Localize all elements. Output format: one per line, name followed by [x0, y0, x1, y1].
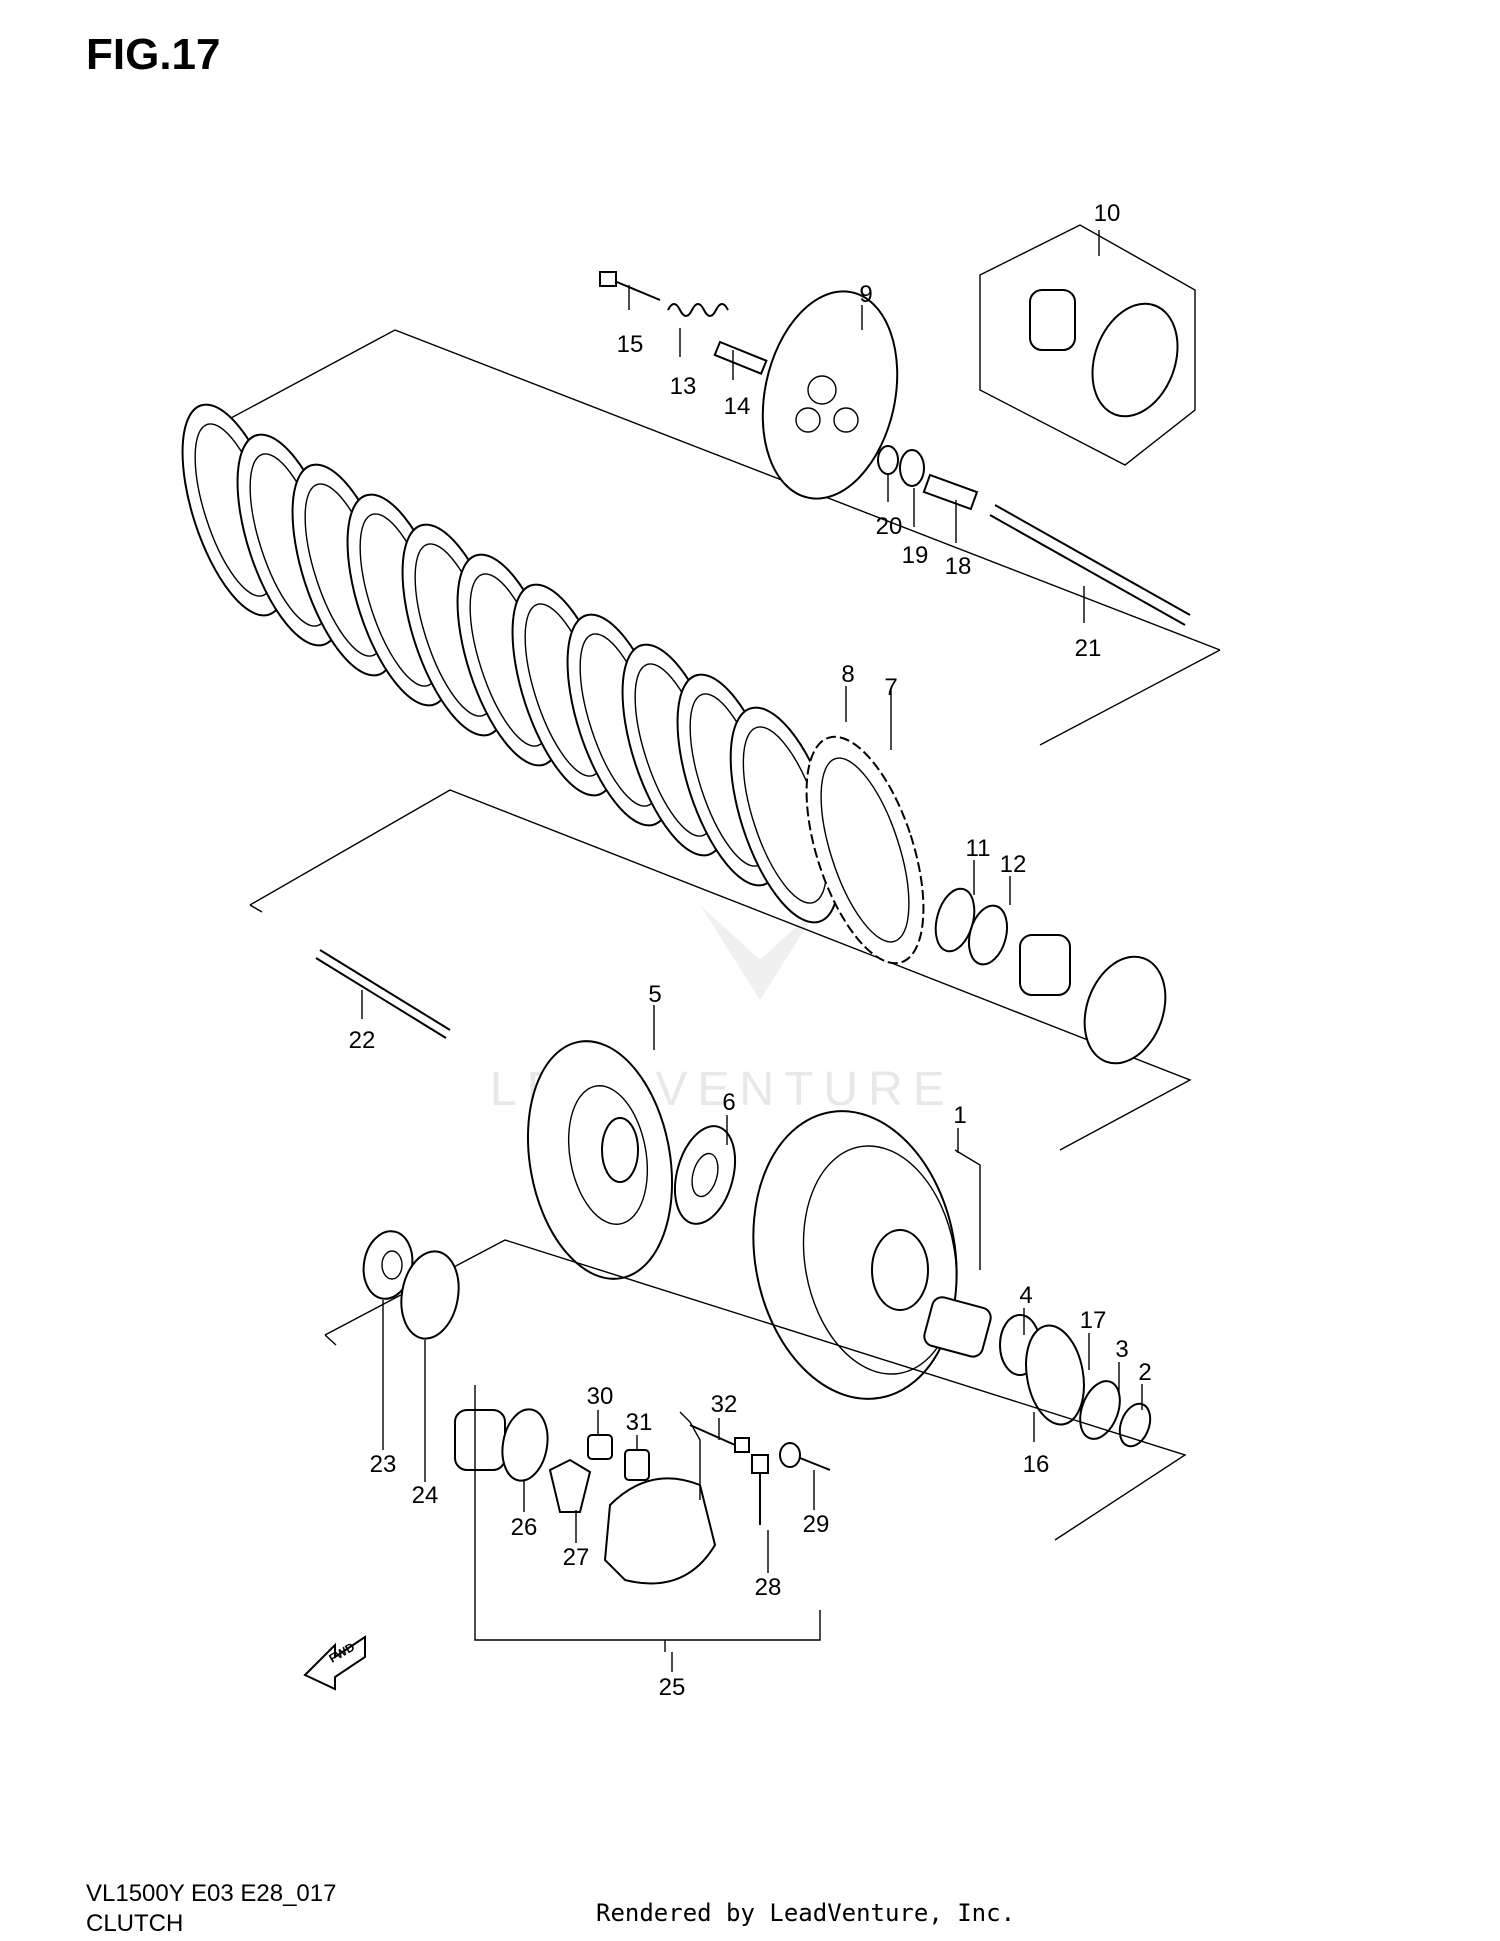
- callout-10: 10: [1094, 200, 1121, 227]
- clutch-plates-stack: [181, 403, 925, 965]
- bushing-31: [624, 1449, 650, 1481]
- callout-18: 18: [945, 553, 972, 580]
- boot-27: [548, 1458, 592, 1513]
- callout-14: 14: [724, 393, 751, 420]
- cap-29: [779, 1442, 831, 1471]
- callout-30: 30: [587, 1383, 614, 1410]
- fwd-arrow-icon: FWD: [303, 1635, 366, 1691]
- callout-23: 23: [370, 1451, 397, 1478]
- callout-11: 11: [966, 835, 991, 862]
- callout-2: 2: [1138, 1359, 1151, 1386]
- callout-31: 31: [626, 1409, 653, 1436]
- figure-title: FIG.17: [86, 30, 221, 79]
- callout-9: 9: [859, 281, 872, 308]
- release-cylinder-body: [603, 1477, 717, 1585]
- washer-2: [1118, 1402, 1152, 1448]
- clutch-sleeve-hub-5: [526, 1040, 674, 1280]
- callout-19: 19: [902, 542, 929, 569]
- section-name: CLUTCH: [86, 1910, 184, 1937]
- release-rack: [922, 473, 979, 511]
- callout-1: 1: [953, 1102, 966, 1129]
- pressure-plate: [761, 290, 899, 500]
- gear-16: [1025, 1324, 1085, 1426]
- callout-13: 13: [670, 373, 697, 400]
- callout-16: 16: [1023, 1451, 1050, 1478]
- release-bolt: [599, 271, 661, 301]
- release-bearing-housing: [1019, 934, 1167, 1065]
- callout-24: 24: [412, 1482, 439, 1509]
- callout-29: 29: [803, 1511, 830, 1538]
- callout-12: 12: [1000, 851, 1027, 878]
- callout-7: 7: [884, 674, 897, 701]
- washer-19-20: [877, 445, 925, 487]
- push-rod-22: [315, 949, 451, 1039]
- bracket-25: [474, 1385, 821, 1652]
- push-rod-21: [989, 504, 1191, 626]
- callout-28: 28: [755, 1574, 782, 1601]
- bushing-30: [587, 1434, 613, 1460]
- rendered-by-credit: Rendered by LeadVenture, Inc.: [596, 1899, 1016, 1927]
- bleeder-28: [751, 1454, 769, 1525]
- callout-32: 32: [711, 1391, 738, 1418]
- clutch-spring: [667, 303, 729, 317]
- callout-25: 25: [659, 1674, 686, 1701]
- callout-17: 17: [1080, 1307, 1107, 1334]
- leader-lines: [361, 230, 1143, 1672]
- clutch-cylinder-group-10: [979, 224, 1196, 466]
- washer-12: [967, 904, 1009, 966]
- callout-21: 21: [1075, 635, 1102, 662]
- callout-8: 8: [841, 661, 854, 688]
- callout-4: 4: [1019, 1282, 1032, 1309]
- spring-guide: [713, 340, 768, 376]
- callout-5: 5: [648, 981, 661, 1008]
- callout-labels: 10 9 15 13 14 20 19 18 21 8 7 11 12 22 5…: [349, 200, 1152, 1701]
- bracket-1: [954, 1149, 981, 1270]
- piston-26: [454, 1408, 549, 1482]
- callout-20: 20: [876, 513, 903, 540]
- model-code: VL1500Y E03 E28_017: [86, 1880, 337, 1907]
- callout-3: 3: [1115, 1336, 1128, 1363]
- callout-22: 22: [349, 1027, 376, 1054]
- callout-6: 6: [722, 1089, 735, 1116]
- washer-6: [674, 1125, 736, 1225]
- seal-24: [400, 1250, 460, 1340]
- callout-27: 27: [563, 1544, 590, 1571]
- primary-driven-gear-1: [752, 1110, 958, 1400]
- bolt-32: [689, 1424, 750, 1453]
- callout-26: 26: [511, 1514, 538, 1541]
- callout-15: 15: [617, 331, 644, 358]
